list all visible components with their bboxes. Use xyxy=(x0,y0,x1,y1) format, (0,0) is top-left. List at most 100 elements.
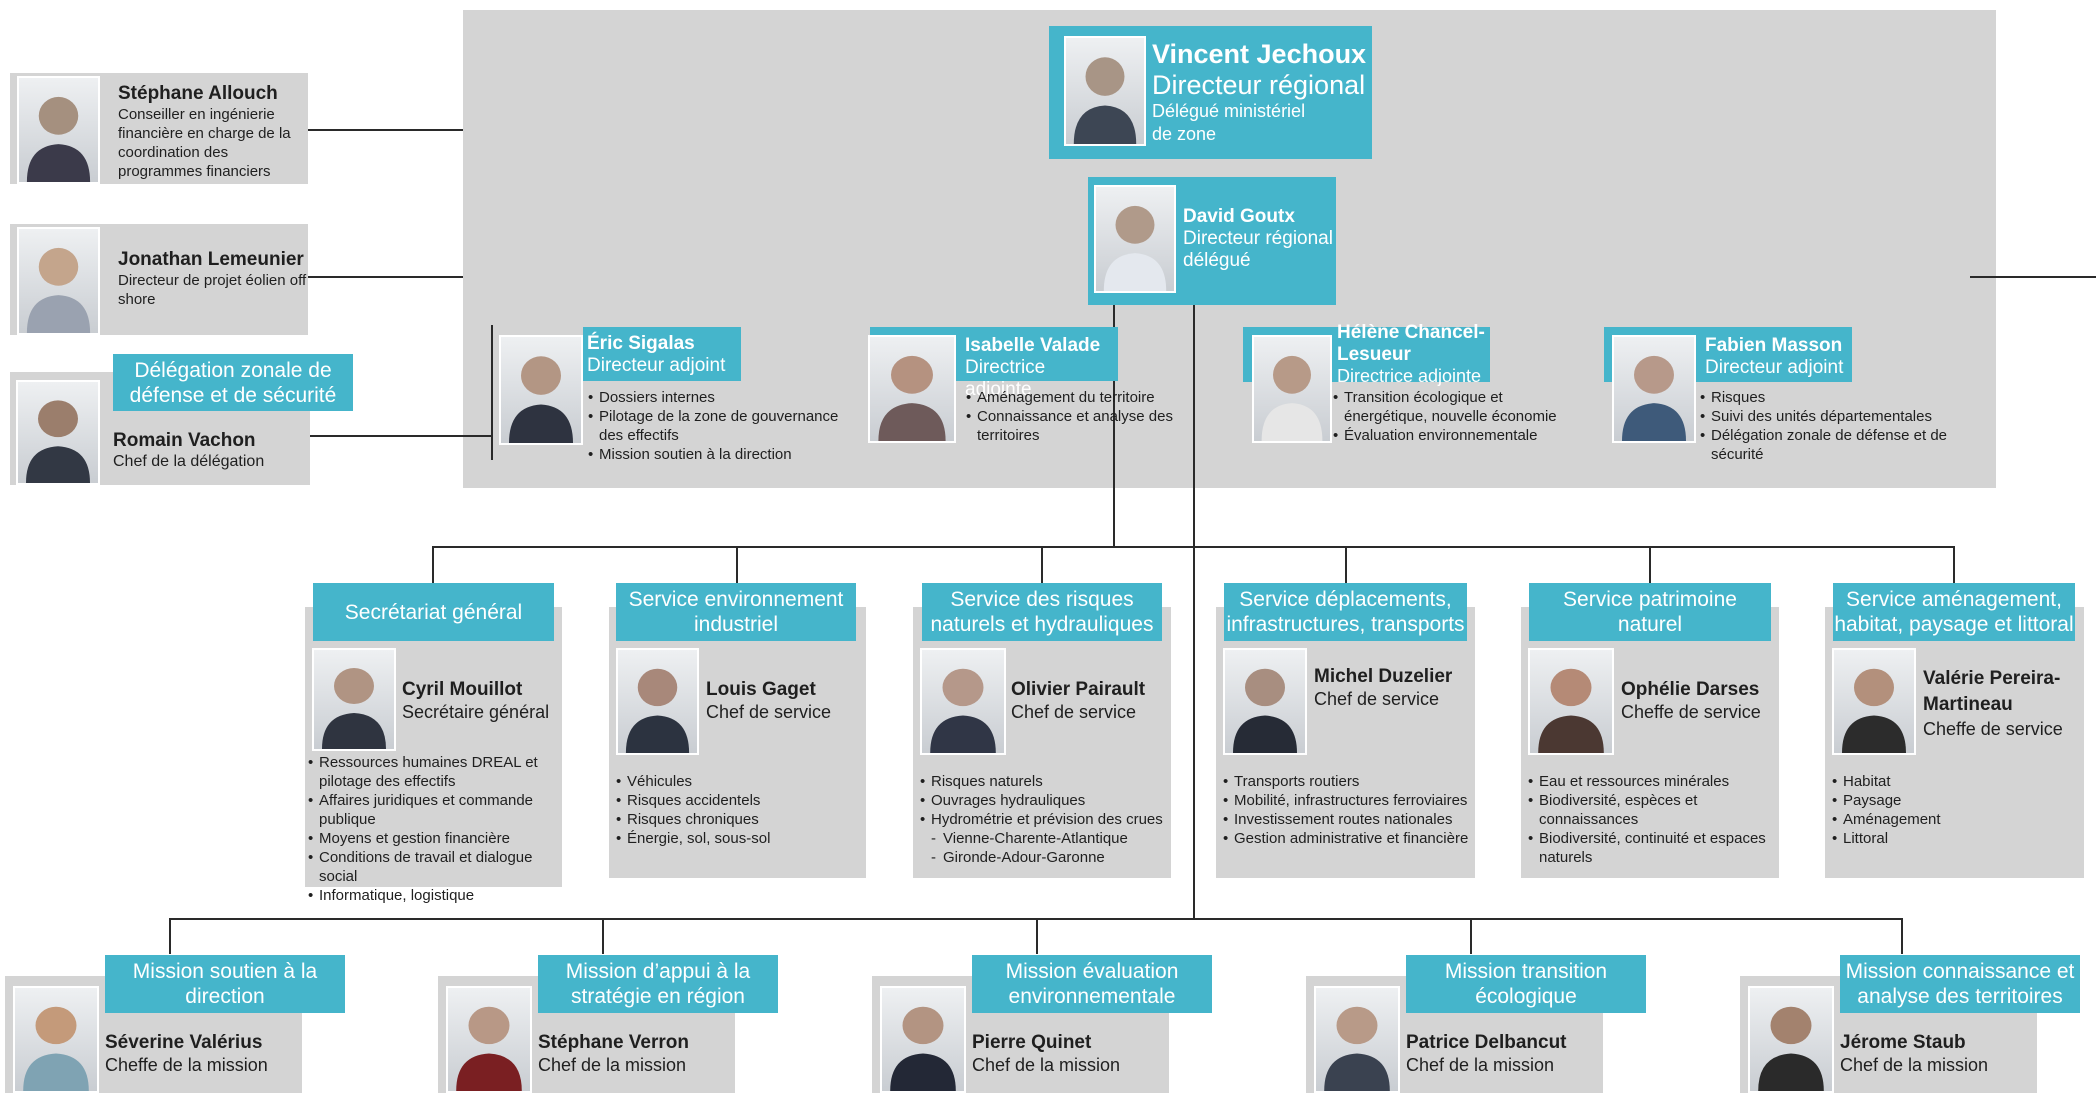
mission-head-role: Cheffe de la mission xyxy=(105,1055,268,1075)
service-duties: Ressources humaines DREAL et pilotage de… xyxy=(307,753,565,905)
deputy-card: David Goutx Directeur régional délégué xyxy=(1088,177,1336,305)
person-photo-icon xyxy=(1094,185,1176,293)
person-photo-icon xyxy=(17,76,100,184)
adjoint-name: Hélène Chancel-Lesueur xyxy=(1337,322,1485,365)
adjoint-role: Directrice adjointe xyxy=(1337,366,1482,386)
advisor-name: Stéphane Allouch xyxy=(118,83,278,104)
connector xyxy=(1470,918,1472,954)
duty-item: Mobilité, infrastructures ferroviaires xyxy=(1222,791,1477,810)
duty-item: Risques chroniques xyxy=(615,810,863,829)
duty-item: Risques accidentels xyxy=(615,791,863,810)
mission-title: Mission transition écologique xyxy=(1406,955,1646,1013)
duty-item: Affaires juridiques et commande publique xyxy=(307,791,565,829)
person-photo-icon xyxy=(499,335,583,445)
service-duties: Risques naturels Ouvrages hydrauliques H… xyxy=(919,772,1171,867)
advisor-name: Jonathan Lemeunier xyxy=(118,249,304,270)
connector xyxy=(432,546,1955,548)
person-photo-icon xyxy=(17,227,100,335)
duty-item: Paysage xyxy=(1831,791,2081,810)
duty-item: Transition écologique et énergétique, no… xyxy=(1332,388,1567,426)
mission-title: Mission connaissance et analyse des terr… xyxy=(1840,955,2080,1013)
mission-head-role: Chef de la mission xyxy=(538,1055,687,1075)
person-photo-icon xyxy=(868,335,956,443)
person-photo-icon xyxy=(13,986,99,1093)
duty-item: Moyens et gestion financière xyxy=(307,829,565,848)
duty-item: Risques xyxy=(1699,388,1959,407)
service-title: Service aménagement, habitat, paysage et… xyxy=(1833,583,2075,641)
adjoint-role: Directeur adjoint xyxy=(1705,357,1844,378)
duty-item: Littoral xyxy=(1831,829,2081,848)
mission-head-name: Patrice Delbancut xyxy=(1406,1032,1567,1053)
service-title: Secrétariat général xyxy=(313,583,554,641)
connector xyxy=(1970,276,2096,278)
service-head-role: Cheffe de service xyxy=(1923,719,2063,739)
adjoint-duties: Transition écologique et énergétique, no… xyxy=(1332,388,1567,445)
person-photo-icon xyxy=(1064,36,1146,146)
duty-item: Investissement routes nationales xyxy=(1222,810,1477,829)
service-title: Service déplacements, infrastructures, t… xyxy=(1224,583,1467,641)
duty-item: Gestion administrative et financière xyxy=(1222,829,1477,848)
duty-item: Dossiers internes xyxy=(587,388,847,407)
person-photo-icon xyxy=(1528,648,1614,755)
duty-item: Pilotage de la zone de gouvernance des e… xyxy=(587,407,847,445)
service-head-role: Cheffe de service xyxy=(1621,702,1761,722)
service-head-name: Louis Gaget xyxy=(706,679,816,700)
service-duties: Eau et ressources minérales Biodiversité… xyxy=(1527,772,1782,867)
duty-item: Évaluation environnementale xyxy=(1332,426,1567,445)
duty-item: Biodiversité, espèces et connaissances xyxy=(1527,791,1782,829)
connector xyxy=(1649,546,1651,584)
director-subtitle: Délégué ministériel de zone xyxy=(1152,101,1306,144)
deputy-title: Directeur régional délégué xyxy=(1183,228,1333,271)
adjoint-name: Éric Sigalas xyxy=(587,333,695,354)
connector xyxy=(308,129,463,131)
duty-item: Délégation zonale de défense et de sécur… xyxy=(1699,426,1959,464)
connector xyxy=(491,325,493,460)
duty-item: Suivi des unités départementales xyxy=(1699,407,1959,426)
delegation-card: Romain Vachon Chef de la délégation xyxy=(10,372,310,485)
person-photo-icon xyxy=(1252,335,1332,443)
duty-item: Habitat xyxy=(1831,772,2081,791)
duty-item: Transports routiers xyxy=(1222,772,1477,791)
connector xyxy=(310,435,492,437)
duty-item: Énergie, sol, sous-sol xyxy=(615,829,863,848)
advisor-role: Directeur de projet éolien off shore xyxy=(118,272,307,308)
duty-item: Risques naturels xyxy=(919,772,1171,791)
delegation-role: Chef de la délégation xyxy=(113,453,265,470)
connector xyxy=(1345,546,1347,584)
person-photo-icon xyxy=(1612,335,1696,443)
adjoint-role: Directeur adjoint xyxy=(587,355,726,376)
mission-head-role: Chef de la mission xyxy=(1406,1055,1555,1075)
adjoint-duties: Dossiers internes Pilotage de la zone de… xyxy=(587,388,847,464)
duty-item: Biodiversité, continuité et espaces natu… xyxy=(1527,829,1782,867)
mission-head-name: Stéphane Verron xyxy=(538,1032,689,1053)
duty-item: Ouvrages hydrauliques xyxy=(919,791,1171,810)
service-head-role: Chef de service xyxy=(706,702,832,722)
service-duties: Habitat Paysage Aménagement Littoral xyxy=(1831,772,2081,848)
delegation-name: Romain Vachon xyxy=(113,430,256,451)
delegation-title: Délégation zonale de défense et de sécur… xyxy=(113,354,353,411)
mission-head-role: Chef de la mission xyxy=(1840,1055,1989,1075)
director-card: Vincent Jechoux Directeur régional Délég… xyxy=(1049,26,1372,159)
duty-item: Eau et ressources minérales xyxy=(1527,772,1782,791)
connector xyxy=(602,918,604,954)
duty-subitem: Gironde-Adour-Garonne xyxy=(919,848,1171,867)
service-duties: Véhicules Risques accidentels Risques ch… xyxy=(615,772,863,848)
mission-title: Mission soutien à la direction xyxy=(105,955,345,1013)
connector xyxy=(1901,918,1903,954)
connector xyxy=(1953,546,1955,584)
mission-head-name: Jérome Staub xyxy=(1840,1032,1966,1053)
mission-head-role: Chef de la mission xyxy=(972,1055,1121,1075)
mission-title: Mission d’appui à la stratégie en région xyxy=(538,955,778,1013)
advisor-role: Conseiller en ingénierie financière en c… xyxy=(118,106,291,180)
connector xyxy=(308,276,463,278)
connector xyxy=(169,918,171,954)
service-title: Service environnement industriel xyxy=(616,583,856,641)
service-head-role: Chef de service xyxy=(1011,702,1137,722)
mission-title: Mission évaluation environnementale xyxy=(972,955,1212,1013)
person-photo-icon xyxy=(1314,986,1400,1093)
connector xyxy=(1193,305,1195,920)
director-title: Directeur régional xyxy=(1152,70,1366,100)
service-head-name: Ophélie Darses xyxy=(1621,679,1760,700)
service-head-role: Chef de service xyxy=(1314,689,1440,709)
